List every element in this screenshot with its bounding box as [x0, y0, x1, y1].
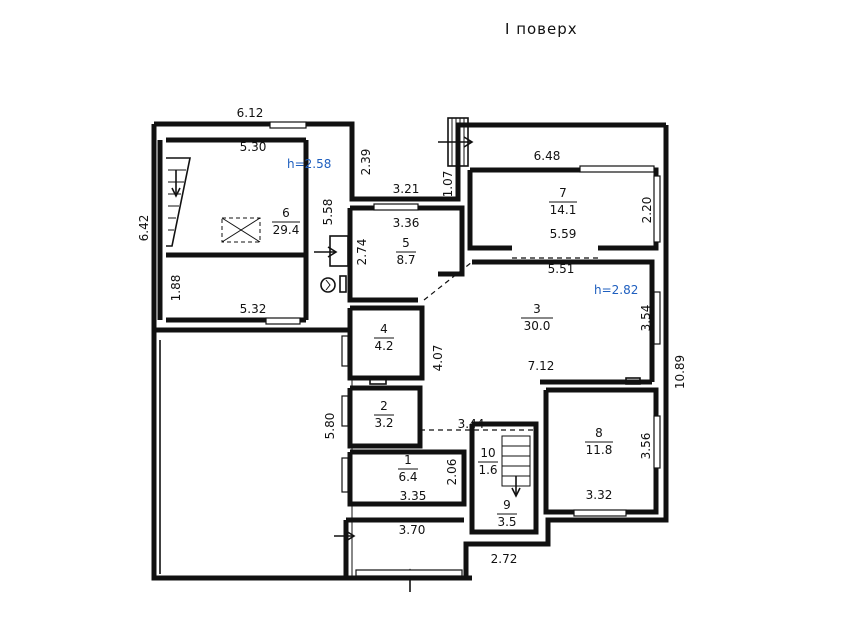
floor-title: I поверх — [505, 20, 578, 38]
room-area: 1.6 — [478, 463, 497, 477]
ceiling-height-room6: h=2.58 — [287, 157, 331, 171]
ceiling-height-room3: h=2.82 — [594, 283, 638, 297]
room-number: 1 — [404, 453, 412, 467]
dimension-label: 5.30 — [240, 140, 267, 154]
dimension-label: 3.35 — [400, 489, 427, 503]
dimension-label: 1.88 — [169, 275, 183, 302]
room-area: 4.2 — [374, 339, 393, 353]
dimension-label: 3.21 — [393, 182, 420, 196]
windows — [265, 121, 661, 577]
room-number: 7 — [559, 186, 567, 200]
dimension-label: 5.59 — [550, 227, 577, 241]
dimension-label: 2.74 — [355, 239, 369, 266]
room-area: 14.1 — [550, 203, 577, 217]
room-number: 2 — [380, 399, 388, 413]
dimension-labels: 6.12 5.30 5.32 3.21 3.36 6.48 5.59 5.51 … — [137, 106, 687, 566]
room-number: 3 — [533, 302, 541, 316]
room-number: 8 — [595, 426, 603, 440]
dimension-label: 3.44 — [458, 417, 485, 431]
room-number: 5 — [402, 236, 410, 250]
dimension-label: 2.06 — [445, 459, 459, 486]
dimension-label: 3.54 — [639, 305, 653, 332]
dimension-label: 6.48 — [534, 149, 561, 163]
dimension-label: 1.07 — [441, 171, 455, 198]
room-area: 30.0 — [524, 319, 551, 333]
dimension-label: 6.12 — [237, 106, 264, 120]
dimension-label: 5.51 — [548, 262, 575, 276]
room-number: 4 — [380, 322, 388, 336]
room-labels: 6 29.4 5 8.7 7 14.1 3 30.0 4 4.2 2 3.2 1… — [272, 186, 613, 529]
dimension-label: 2.39 — [359, 149, 373, 176]
dimension-label: 3.70 — [399, 523, 426, 537]
room-number: 10 — [480, 446, 495, 460]
dimension-label: 2.72 — [491, 552, 518, 566]
room-area: 11.8 — [586, 443, 613, 457]
dimension-label: 4.07 — [431, 345, 445, 372]
room-area: 3.5 — [497, 515, 516, 529]
dimension-label: 3.56 — [639, 433, 653, 460]
dimension-label: 3.36 — [393, 216, 420, 230]
room-area: 29.4 — [273, 223, 300, 237]
dimension-label: 2.20 — [640, 197, 654, 224]
room-area: 6.4 — [398, 470, 417, 484]
dimension-label: 5.80 — [323, 413, 337, 440]
room-number: 6 — [282, 206, 290, 220]
dimension-label: 10.89 — [673, 355, 687, 389]
room-area: 8.7 — [396, 253, 415, 267]
dimension-label: 5.58 — [321, 199, 335, 226]
room-number: 9 — [503, 498, 511, 512]
dimension-label: 7.12 — [528, 359, 555, 373]
dimension-label: 3.32 — [586, 488, 613, 502]
details — [159, 117, 641, 592]
dimension-label: 5.32 — [240, 302, 267, 316]
room-area: 3.2 — [374, 416, 393, 430]
dimension-label: 6.42 — [137, 215, 151, 242]
